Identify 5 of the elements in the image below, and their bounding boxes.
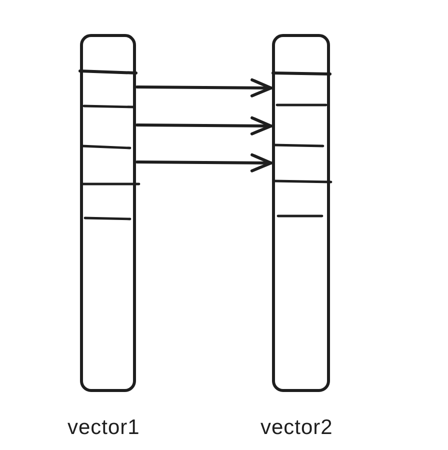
arrow — [136, 116, 272, 136]
arrow — [136, 153, 272, 172]
arrow — [136, 78, 272, 98]
column-label: vector1 — [67, 417, 140, 438]
column-label: vector2 — [260, 417, 333, 438]
